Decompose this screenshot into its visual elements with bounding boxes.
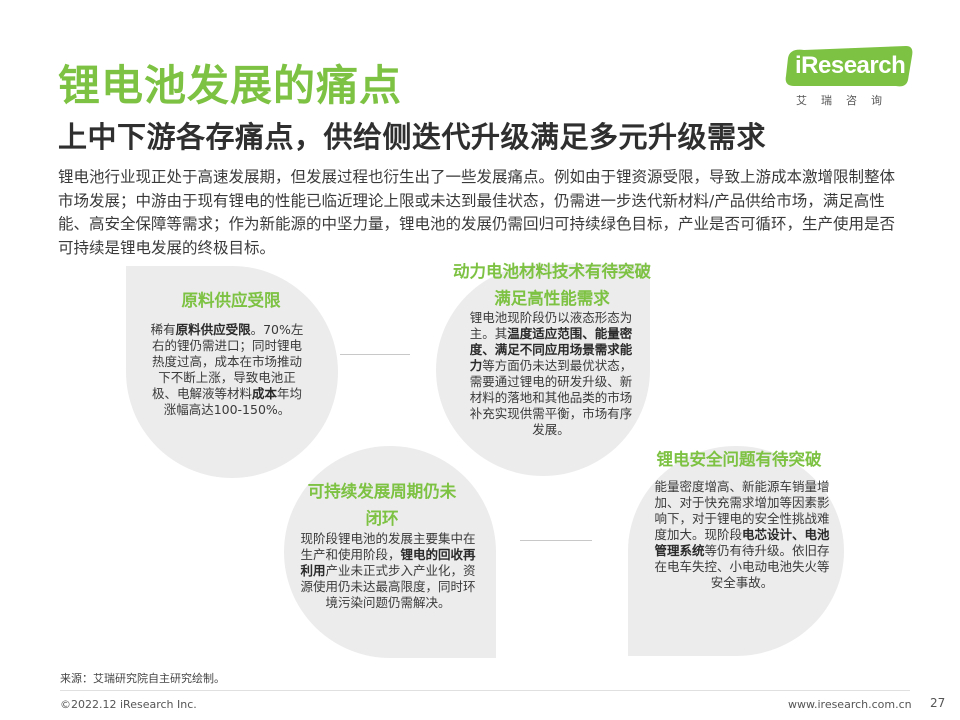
leaf-shape-battery-tech: [436, 264, 650, 476]
point-heading-raw-material: 原料供应受限: [181, 291, 281, 310]
footer-divider: [60, 690, 910, 691]
connector-line-top: [340, 354, 410, 355]
point-body-safety: 能量密度增高、新能源车销量增加、对于快充需求增加等因素影响下，对于锂电的安全性挑…: [654, 479, 830, 590]
logo-brand-text: iResearch: [795, 52, 906, 79]
page-title: 锂电池发展的痛点: [58, 61, 403, 110]
page-number: 27: [930, 696, 946, 710]
point-heading-safety: 锂电安全问题有待突破: [656, 450, 822, 469]
copyright-text: ©2022.12 iResearch Inc.: [60, 698, 197, 711]
leaf-shape-safety: [628, 446, 844, 656]
website-url: www.iresearch.com.cn: [788, 698, 912, 711]
leaf-shape-raw-material: [126, 266, 338, 478]
connector-line-bottom: [520, 540, 592, 541]
iresearch-logo: iResearch 艾瑞咨询: [780, 44, 920, 112]
point-heading-battery-tech: 动力电池材料技术有待突破满足高性能需求: [453, 262, 651, 308]
page-subtitle: 上中下游各存痛点，供给侧迭代升级满足多元升级需求: [58, 120, 767, 154]
point-body-sustainability: 现阶段锂电池的发展主要集中在生产和使用阶段，锂电的回收再利用产业未正式步入产业化…: [300, 531, 476, 610]
intro-paragraph: 锂电池行业现正处于高速发展期，但发展过程也衍生出了一些发展痛点。例如由于锂资源受…: [58, 168, 896, 257]
point-heading-sustainability: 可持续发展周期仍未闭环: [307, 482, 457, 528]
logo-tagline: 艾瑞咨询: [796, 94, 896, 107]
source-note: 来源：艾瑞研究院自主研究绘制。: [60, 672, 225, 685]
leaf-shape-sustainability: [284, 446, 496, 658]
logo-badge-shape: [785, 46, 913, 87]
point-body-raw-material: 稀有原料供应受限。70%左右的锂仍需进口；同时锂电热度过高，成本在市场推动下不断…: [150, 322, 304, 417]
point-body-battery-tech: 锂电池现阶段仍以液态形态为主。其温度适应范围、能量密度、满足不同应用场景需求能力…: [469, 310, 633, 437]
